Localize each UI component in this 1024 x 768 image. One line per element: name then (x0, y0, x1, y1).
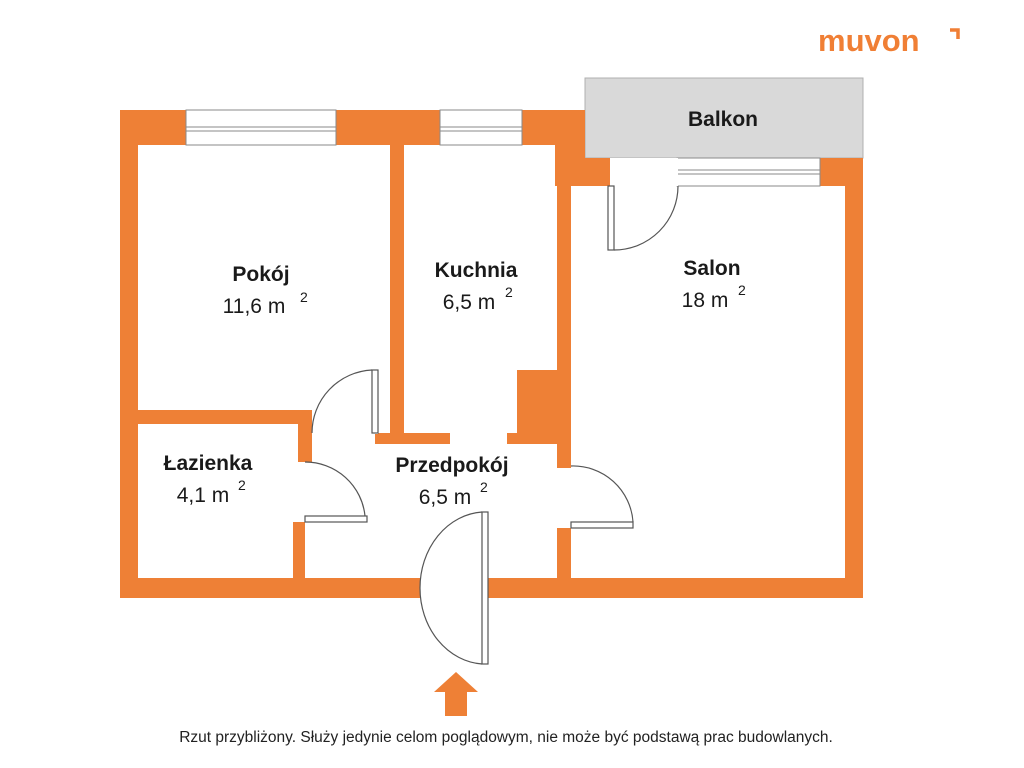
balcony: Balkon (584, 77, 864, 159)
logo-mark-icon (950, 28, 960, 39)
room-area-exponent: 2 (480, 479, 488, 495)
room-name: Przedpokój (395, 454, 508, 477)
wall-right (845, 158, 863, 598)
wall-kuchnia-bottom-right (507, 433, 527, 444)
room-area-exponent: 2 (300, 289, 308, 305)
room-area-exponent: 2 (238, 477, 246, 493)
room-label-kuchnia: Kuchnia 6,5 m 2 (435, 259, 518, 314)
wall-pokoj-kuchnia (390, 145, 404, 433)
windows (185, 109, 821, 187)
window-salon (676, 157, 821, 187)
room-area-exponent: 2 (505, 284, 513, 300)
door-balkon (607, 158, 679, 251)
door-lazienka (293, 461, 368, 523)
room-area: 18 m (682, 289, 729, 312)
door-salon (557, 465, 634, 529)
door-entrance (419, 511, 489, 665)
room-area: 6,5 m (443, 291, 496, 314)
door-kuchnia-opening (450, 433, 507, 444)
room-label-przedpokoj: Przedpokój 6,5 m 2 (395, 454, 508, 509)
logo-text: muvon (818, 23, 920, 58)
wall-pokoj-lazienka (120, 410, 312, 424)
wall-lazienka-right-upper (298, 410, 312, 462)
muvon-logo: muvon (818, 23, 960, 58)
balcony-label: Balkon (688, 108, 758, 131)
room-name: Łazienka (164, 452, 253, 475)
room-label-lazienka: Łazienka 4,1 m 2 (164, 452, 253, 507)
room-area: 6,5 m (419, 486, 472, 509)
wall-kuchnia-bottom (375, 433, 450, 444)
balcony-area (584, 77, 864, 159)
disclaimer-text: Rzut przybliżony. Służy jedynie celom po… (179, 729, 833, 746)
door-pokoj (311, 369, 379, 434)
doors (293, 158, 679, 665)
wall-salon-left-mid (557, 370, 571, 468)
entrance-arrow-icon (434, 672, 478, 716)
wall-kuchnia-salon-upper (557, 145, 571, 370)
room-area: 11,6 m (223, 295, 286, 318)
wall-bottom-right (485, 578, 863, 598)
room-area: 4,1 m (177, 484, 230, 507)
window-pokoj (185, 109, 337, 146)
wall-bottom-left (120, 578, 420, 598)
window-kuchnia (439, 109, 523, 146)
room-area-exponent: 2 (738, 282, 746, 298)
room-label-pokoj: Pokój 11,6 m 2 (223, 263, 308, 318)
room-name: Salon (683, 257, 740, 280)
room-label-salon: Salon 18 m 2 (682, 257, 746, 312)
wall-left (120, 110, 138, 598)
room-name: Kuchnia (435, 259, 518, 282)
wall-lazienka-right-lower (293, 522, 305, 578)
wall-salon-left-low (557, 528, 571, 598)
room-name: Pokój (232, 263, 289, 286)
